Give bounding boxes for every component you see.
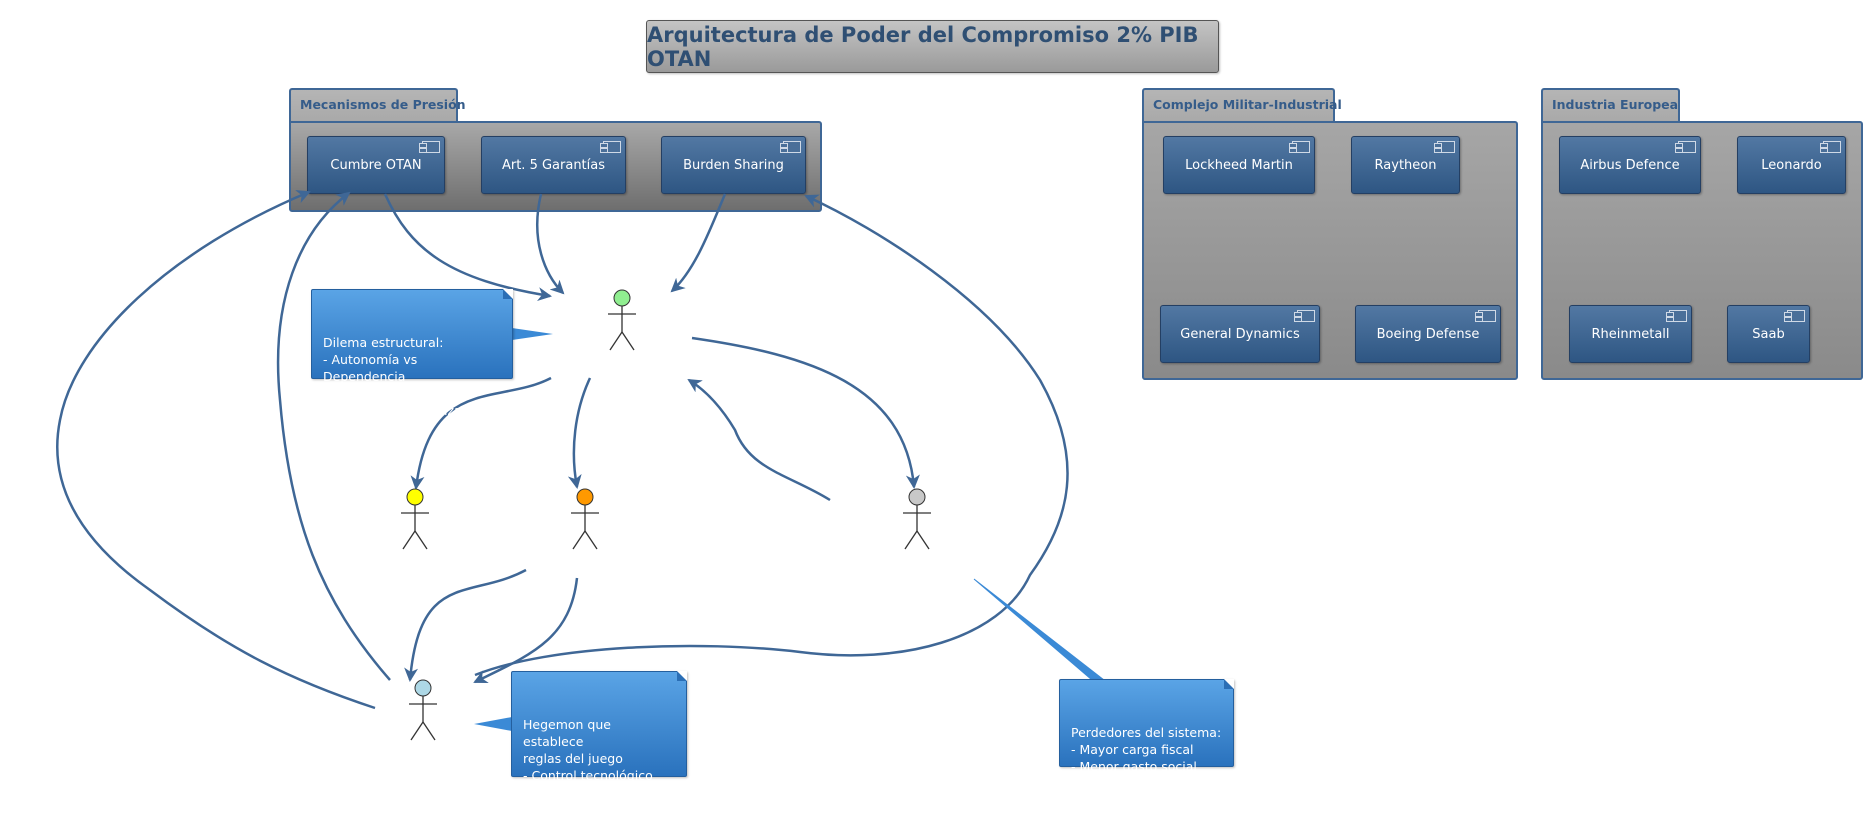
note-hegemon-pointer [474,717,512,731]
edge-center-to-orange [567,377,592,489]
actor-center[interactable] [602,288,642,354]
component-label: Saab [1752,326,1785,342]
component-icon [1675,141,1696,153]
component-label: General Dynamics [1180,326,1300,342]
package-presion: Cumbre OTAN Art. 5 Garantías Burden Shar… [289,121,822,212]
edge-yellow-to-hegemon [404,568,527,682]
actor-figure [903,488,931,550]
actor-figure [409,679,437,741]
edge-burden-to-center [670,193,727,293]
note-perdedores-text: Perdedores del sistema: - Mayor carga fi… [1071,725,1222,791]
component-label: Raytheon [1374,157,1437,173]
component-label: Airbus Defence [1580,157,1680,173]
component-general-dynamics[interactable]: General Dynamics [1160,305,1320,363]
note-fold [677,671,687,681]
edge-center-to-gray [691,336,920,489]
edge-hegemon-to-burden [474,194,1069,677]
edge-orange-to-hegemon [473,577,579,684]
component-label: Cumbre OTAN [330,157,422,173]
component-lockheed-martin[interactable]: Lockheed Martin [1163,136,1315,194]
component-label: Burden Sharing [683,157,784,173]
component-icon [1475,310,1496,322]
note-perdedores: Perdedores del sistema: - Mayor carga fi… [1059,679,1234,791]
note-dilema-text: Dilema estructural: - Autonomía vs Depen… [323,335,469,418]
component-icon [419,141,440,153]
package-tab-europea: Industria Europea [1541,88,1680,121]
diagram-title: Arquitectura de Poder del Compromiso 2% … [646,20,1219,73]
note-hegemon: Hegemon que establece reglas del juego -… [511,671,687,817]
component-icon [1289,141,1310,153]
component-label: Boeing Defense [1376,326,1480,342]
actor-gray[interactable] [897,487,937,553]
component-label: Art. 5 Garantías [501,157,606,173]
component-icon [1820,141,1841,153]
component-label: Leonardo [1761,157,1822,173]
package-europea: Airbus Defence Leonardo Rheinmetall Saab [1541,121,1863,380]
edge-hegemon-to-package [56,190,376,710]
actor-yellow[interactable] [395,487,435,553]
note-perdedores-pointer [973,578,1106,681]
actor-figure [571,488,599,550]
component-icon [1666,310,1687,322]
component-icon [1784,310,1805,322]
component-icon [1294,310,1315,322]
edge-hegemon-to-cumbre [276,191,391,681]
actor-orange[interactable] [565,487,605,553]
component-art5-garantias[interactable]: Art. 5 Garantías [481,136,626,194]
actor-hegemon[interactable] [403,678,443,744]
edge-center-to-yellow [410,376,552,490]
note-fold [1224,679,1234,689]
note-dilema-pointer [512,328,553,340]
package-militar: Lockheed Martin Raytheon General Dynamic… [1142,121,1518,380]
edges-layer [56,190,1106,731]
component-icon [600,141,621,153]
actor-figure [608,289,636,351]
actor-figure [401,488,429,550]
component-label: Rheinmetall [1591,326,1670,342]
component-rheinmetall[interactable]: Rheinmetall [1569,305,1692,363]
edge-cumbre-to-center [383,193,552,302]
component-leonardo[interactable]: Leonardo [1737,136,1846,194]
component-label: Lockheed Martin [1185,157,1293,173]
package-tab-presion: Mecanismos de Presión [289,88,466,121]
component-airbus-defence[interactable]: Airbus Defence [1559,136,1701,194]
edge-art5-to-center [536,193,565,295]
component-boeing-defense[interactable]: Boeing Defense [1355,305,1501,363]
component-icon [1434,141,1455,153]
edge-gray-to-center [687,378,831,502]
component-saab[interactable]: Saab [1727,305,1810,363]
note-dilema: Dilema estructural: - Autonomía vs Depen… [311,289,513,418]
component-raytheon[interactable]: Raytheon [1351,136,1460,194]
note-fold [503,289,513,299]
note-hegemon-text: Hegemon que establece reglas del juego -… [523,717,667,817]
component-icon [780,141,801,153]
component-cumbre-otan[interactable]: Cumbre OTAN [307,136,445,194]
component-burden-sharing[interactable]: Burden Sharing [661,136,806,194]
package-tab-militar: Complejo Militar-Industrial [1142,88,1342,121]
